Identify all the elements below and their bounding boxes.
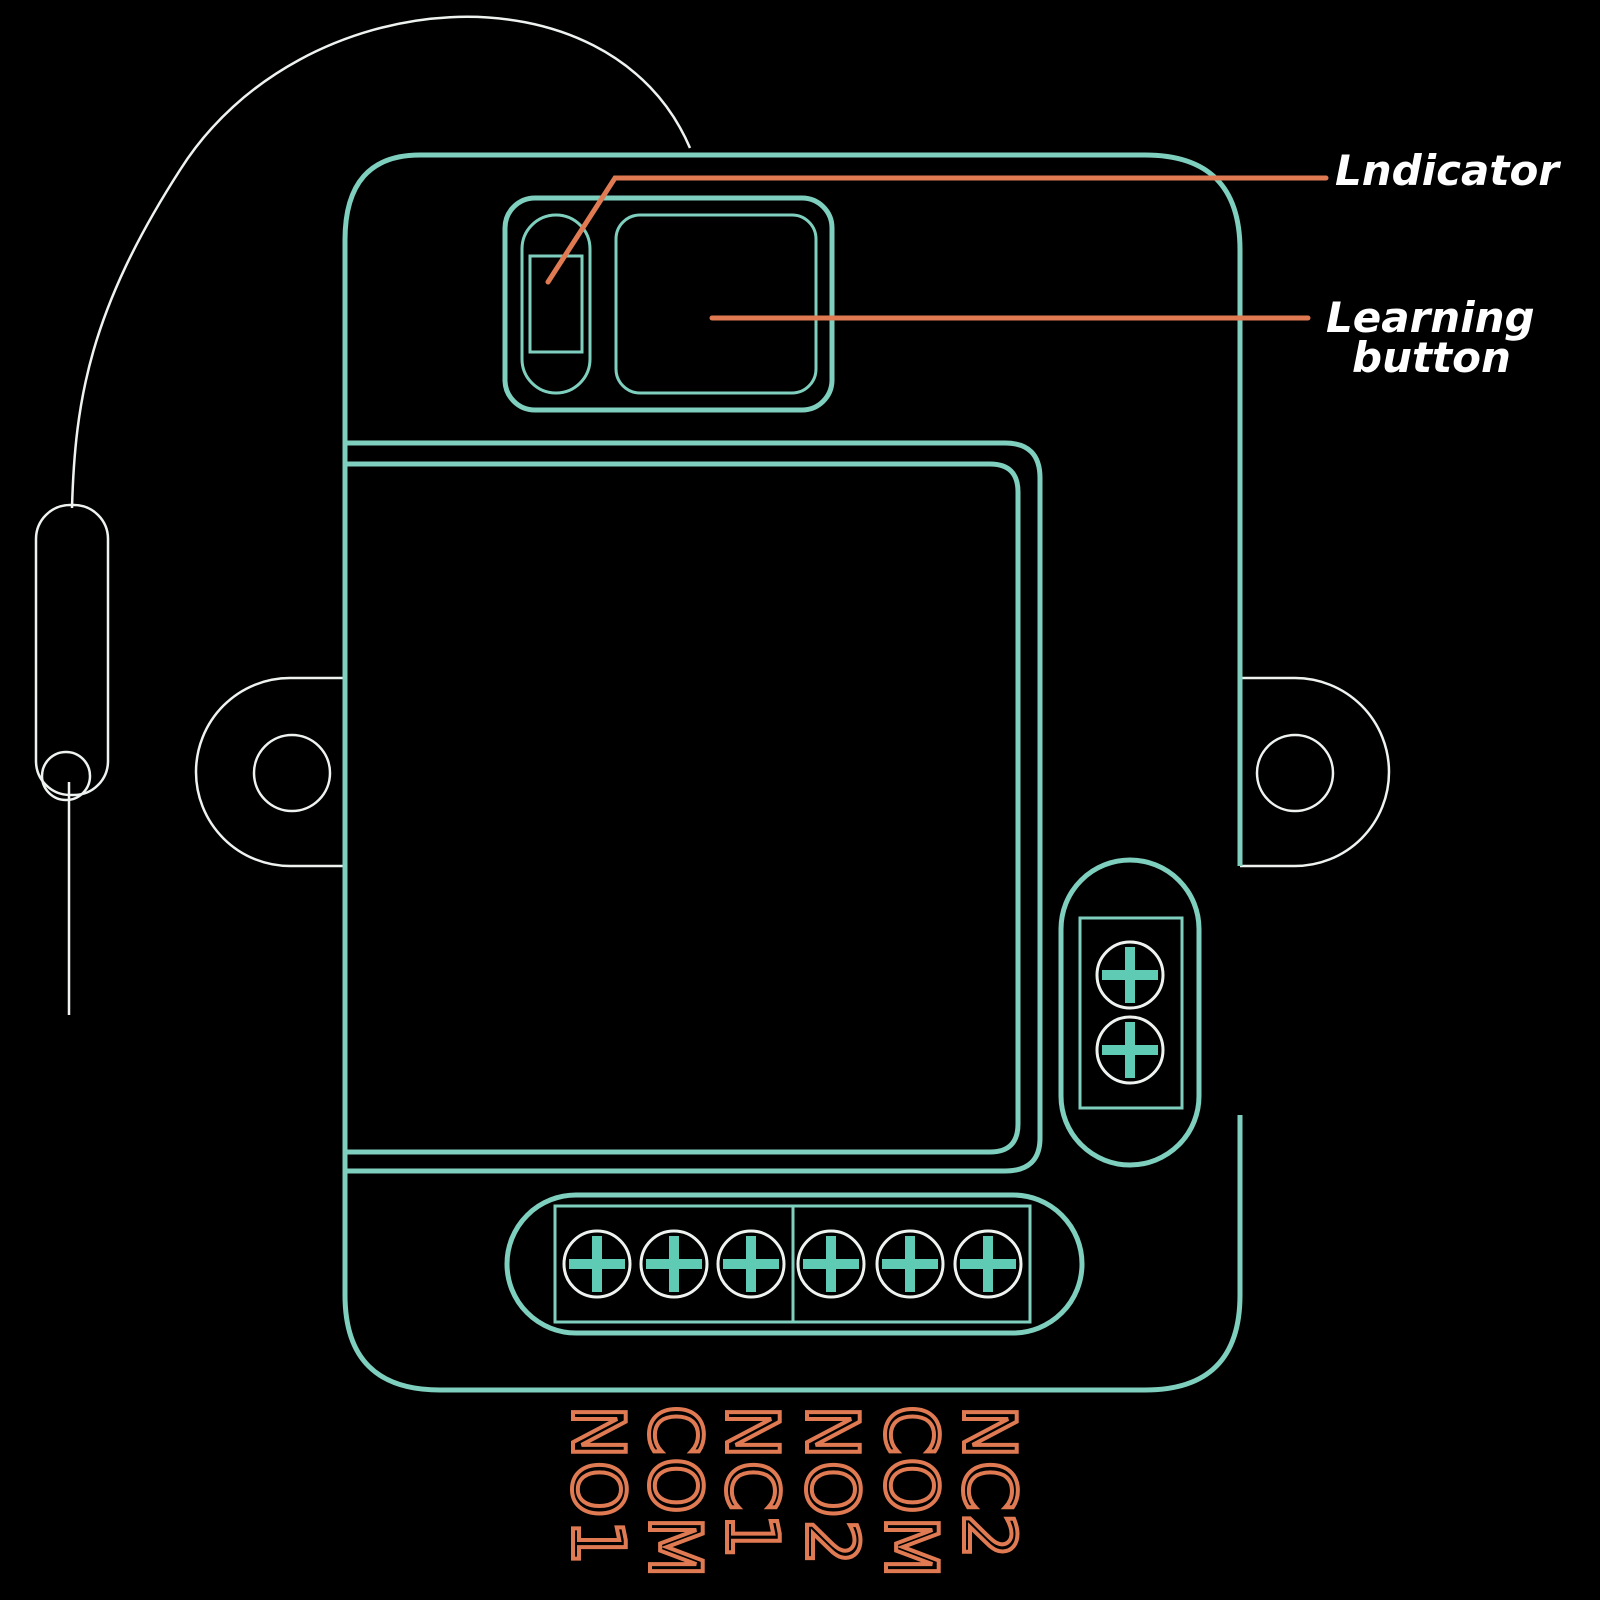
output-screw-2 [639,1229,709,1299]
output-terminal-frame [504,1192,1085,1336]
power-screw-2 [1095,1015,1165,1085]
housing [342,152,1243,1393]
right-mounting-ear [1240,676,1391,868]
antenna-wire [70,15,692,509]
learning-button[interactable] [614,213,818,395]
antenna-sleeve [34,503,110,797]
indicator-housing [520,213,592,395]
learning-button-label-line2: button [1352,333,1511,382]
control-panel-frame [502,195,835,413]
terminal-label-2: COM [633,1405,717,1580]
cover-inner [345,461,1021,1155]
power-screw-1 [1095,940,1165,1010]
right-mounting-hole [1255,733,1335,813]
output-screw-5 [875,1229,945,1299]
terminal-label-6: NC2 [947,1405,1031,1561]
output-screw-4 [796,1229,866,1299]
indicator-label: Lndicator [1335,146,1561,195]
learning-button-label-line1: Learning [1326,293,1535,342]
terminal-label-5: COM [869,1405,953,1580]
left-mounting-ear [194,676,345,868]
output-screws [562,1229,1023,1299]
cover-outer [345,440,1043,1174]
terminal-label-3: NC1 [710,1405,794,1561]
terminal-label-4: NO2 [790,1405,874,1567]
antenna [34,15,692,1015]
power-terminal-frame [1058,857,1202,1168]
antenna-tip [40,750,92,802]
output-screw-6 [953,1229,1023,1299]
indicator-led [528,254,584,354]
output-screw-3 [716,1229,786,1299]
left-mounting-hole [252,733,332,813]
power-terminal-housing [1078,916,1184,1110]
terminal-label-1: NO1 [556,1405,640,1567]
indicator-leader [545,175,1329,285]
control-panel [502,195,835,413]
output-terminal-block [504,1192,1085,1336]
output-screw-1 [562,1229,632,1299]
power-terminal-block [1058,857,1202,1168]
